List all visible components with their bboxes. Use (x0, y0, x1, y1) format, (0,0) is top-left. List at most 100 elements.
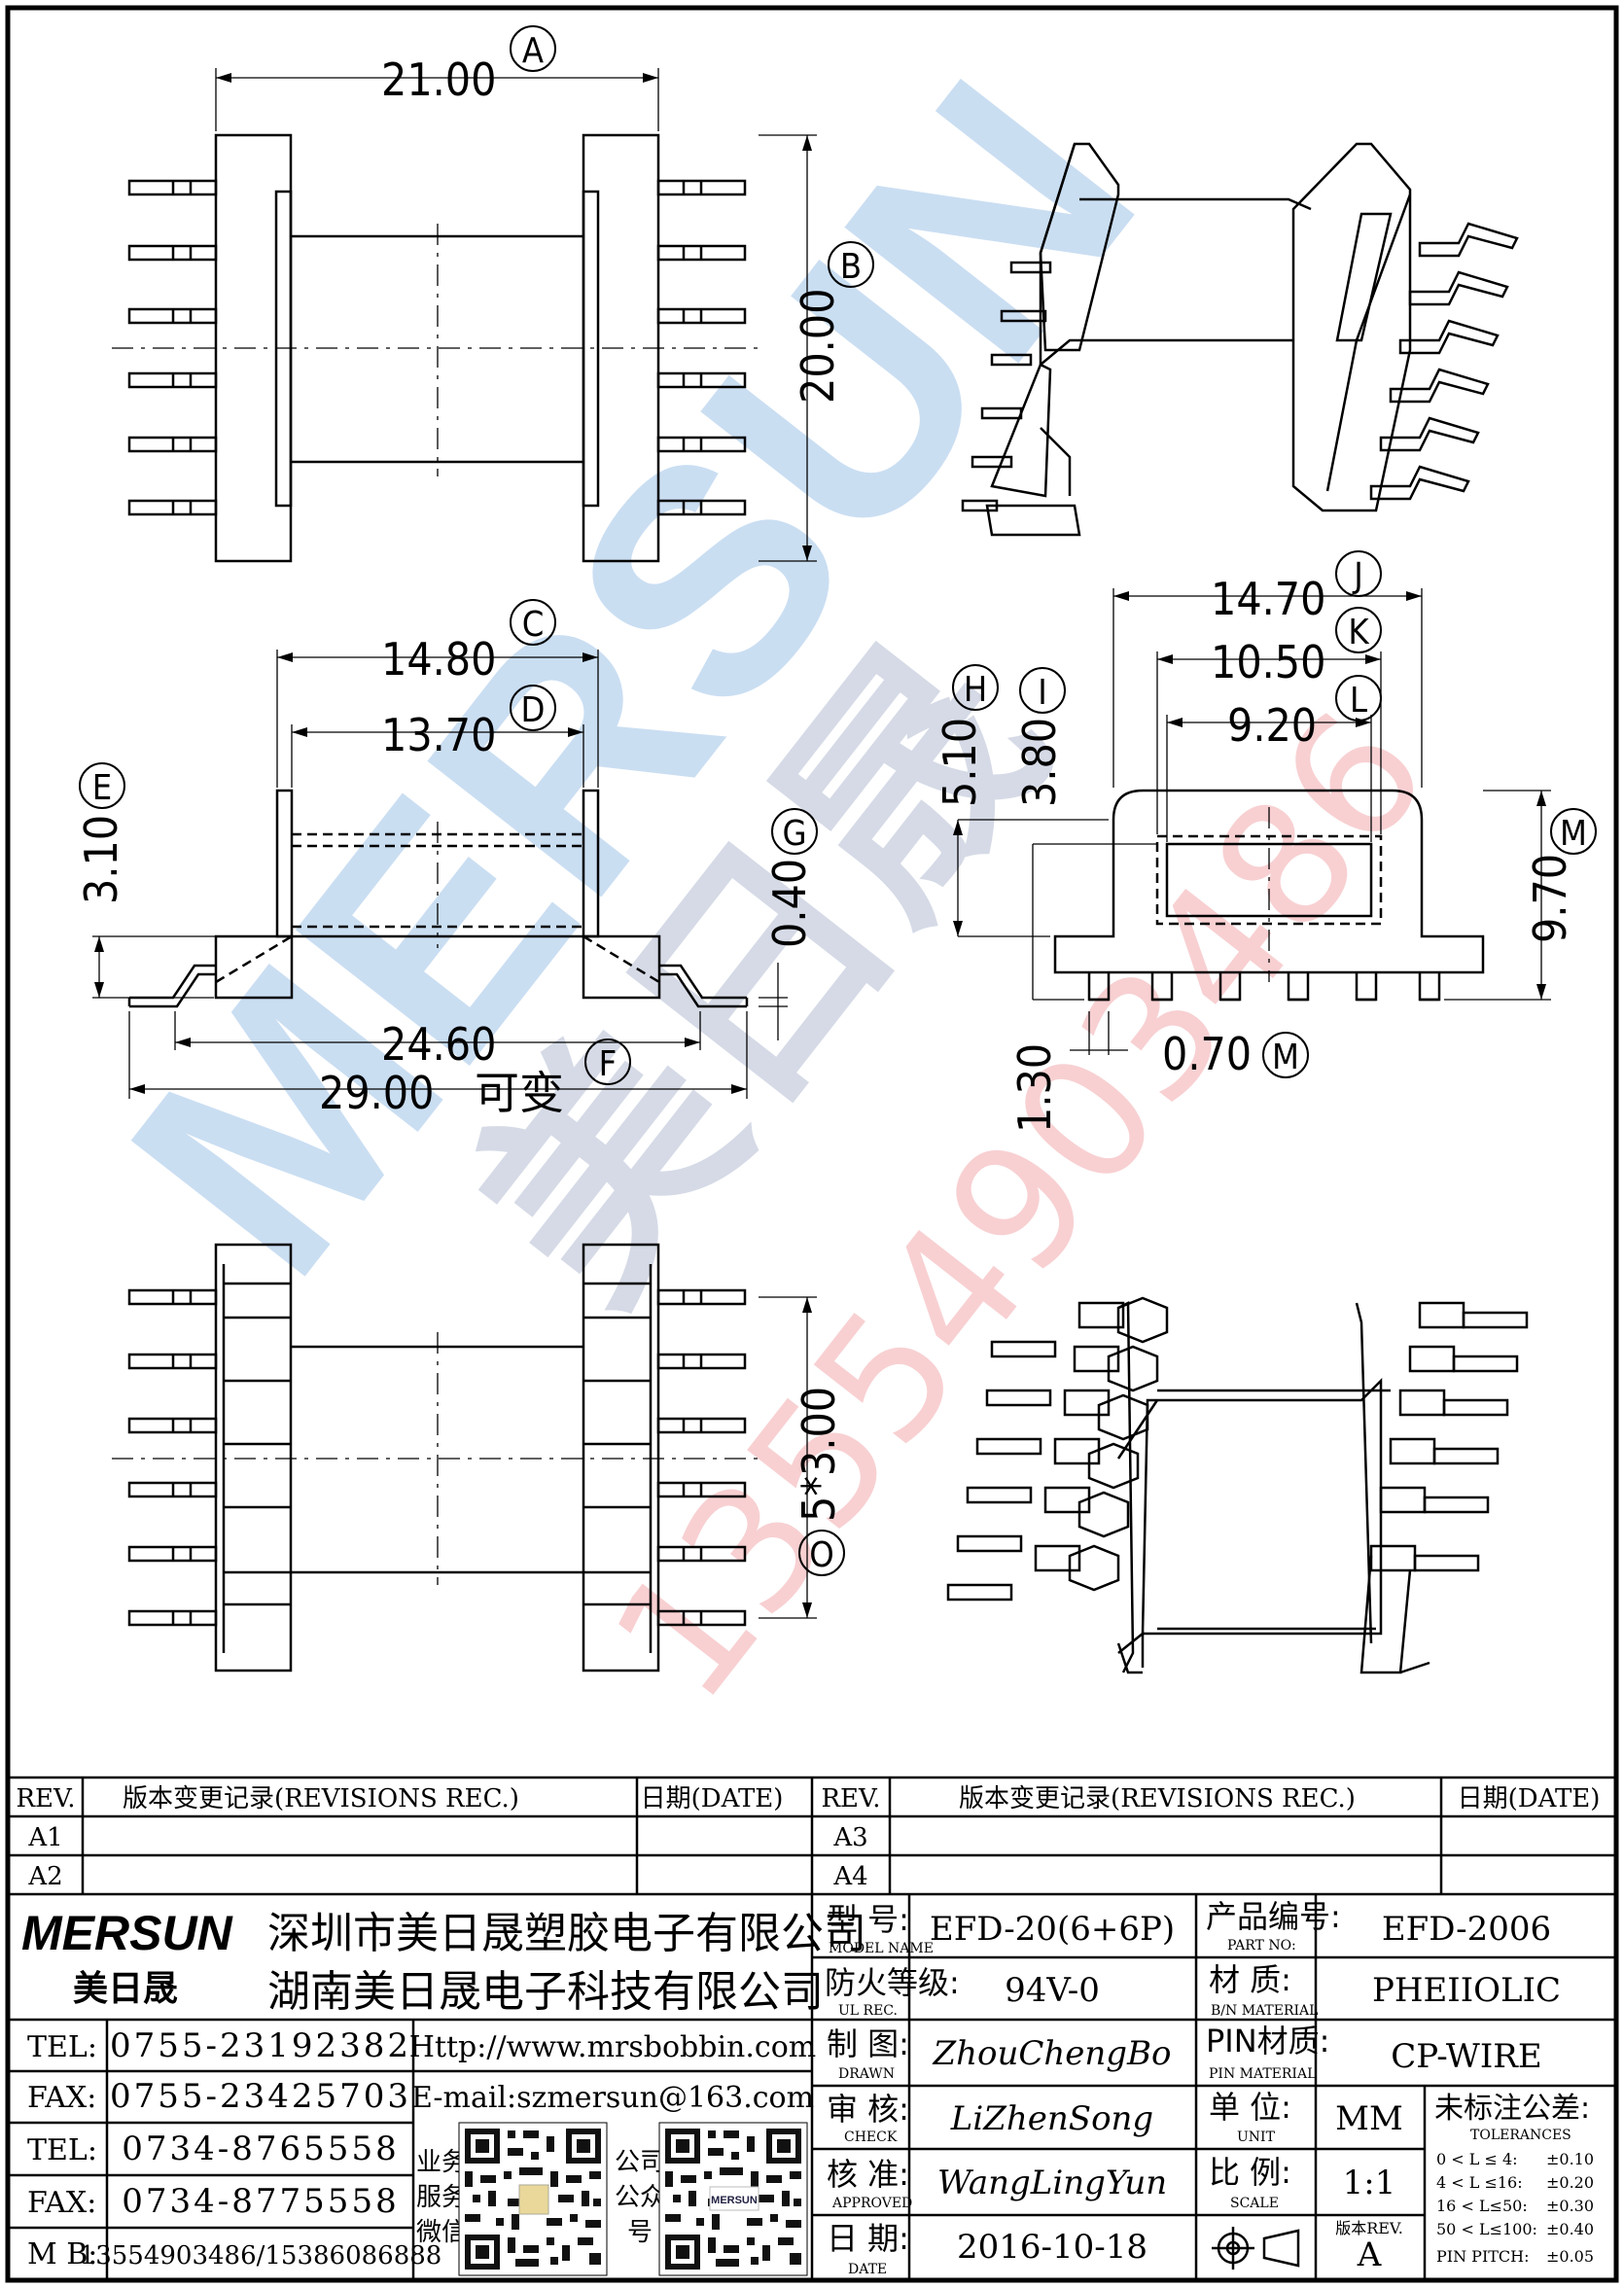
spec-date: 2016-10-18 (957, 2228, 1147, 2267)
top-view-pins-right (656, 179, 747, 516)
qr1-l1: 业务 (416, 2148, 467, 2177)
tol-range-2: 16 < L≤50: (1436, 2197, 1528, 2215)
spec-pinmat-label: PIN材质: (1206, 2023, 1329, 2059)
qr2-l3: 号 (627, 2218, 653, 2247)
spec-mat-label: 材 质: (1209, 1961, 1291, 1998)
contact-label-0: TEL: (27, 2030, 97, 2064)
spec-check-en: CHECK (844, 2130, 898, 2145)
rev-right-r1: A4 (832, 1862, 867, 1891)
spec-drawn: ZhouChengBo (932, 2034, 1171, 2073)
dim-e: 3.10 (75, 815, 127, 904)
balloon-d: D (521, 690, 546, 730)
balloon-m: M (1560, 814, 1587, 854)
contact-value-1: 0755-23425703 (110, 2077, 411, 2116)
company-website: Http://www.mrsbobbin.com (409, 2030, 816, 2064)
contact-value-4: 13554903486/15386086888 (80, 2241, 442, 2270)
balloon-j: J (1352, 556, 1363, 596)
dimension-arrows (94, 73, 1546, 1618)
company-email: E-mail:szmersun@163.com (411, 2081, 814, 2115)
balloon-l: L (1350, 681, 1367, 721)
front-view (92, 650, 788, 1099)
contact-value-3: 0734-8775558 (122, 2182, 399, 2221)
qr-code-2: MERSUN (658, 2122, 808, 2276)
tol-value-4: ±0.05 (1546, 2247, 1594, 2266)
balloon-b: B (840, 247, 862, 287)
spec-part: EFD-2006 (1382, 1910, 1551, 1949)
iso-view-top (961, 142, 1519, 537)
spec-pinmat: CP-WIRE (1391, 2037, 1541, 2076)
dim-f-outer: 29.00 (319, 1067, 434, 1119)
tol-range-0: 0 < L ≤ 4: (1436, 2150, 1518, 2168)
dim-b: 20.00 (792, 289, 844, 404)
qr-code-1 (458, 2122, 608, 2276)
spec-drawn-en: DRAWN (838, 2066, 895, 2082)
spec-ul: 94V-0 (1005, 1971, 1100, 2010)
dim-pin-width: 0.70 (1162, 1028, 1252, 1080)
dim-c: 14.80 (381, 633, 496, 686)
tol-value-1: ±0.20 (1546, 2173, 1594, 2192)
contacts: TEL: 0755-23192382 FAX: 0755-23425703 TE… (27, 2026, 816, 2271)
tolerance-table: 0 < L ≤ 4: ±0.10 4 < L ≤16: ±0.20 16 < L… (1436, 2150, 1594, 2266)
balloon-c: C (522, 605, 545, 645)
balloon-g: G (782, 814, 806, 854)
rev-left-r0: A1 (27, 1823, 62, 1852)
company-name-2: 湖南美日晟电子科技有限公司 (267, 1967, 824, 2017)
projection-symbol-icon (1212, 2227, 1300, 2270)
spec-approved: WangLingYun (937, 2164, 1167, 2202)
rev-left-h1: 版本变更记录(REVISIONS REC.) (123, 1784, 519, 1813)
balloon-a: A (522, 31, 544, 71)
dim-f-note: 可变 (475, 1067, 564, 1119)
company-block: MERSUN 美日晟 深圳市美日晟塑胶电子有限公司 湖南美日晟电子科技有限公司 (21, 1906, 866, 2017)
spec-date-en: DATE (848, 2262, 887, 2277)
dim-k: 10.50 (1211, 636, 1325, 688)
iso-view-bottom (946, 1296, 1529, 1674)
spec-mat: PHEIIOLIC (1372, 1971, 1561, 2010)
tol-value-3: ±0.40 (1546, 2220, 1594, 2238)
company-logo: MERSUN (21, 1906, 233, 1960)
dim-i: 3.80 (1013, 718, 1066, 807)
revision-right: REV. 版本变更记录(REVISIONS REC.) 日期(DATE) A3 … (821, 1784, 1600, 1891)
qr2-l2: 公众 (615, 2183, 665, 2212)
rev-right-h0: REV. (821, 1784, 880, 1813)
qr2-l1: 公司 (615, 2148, 665, 2177)
rev-right-r0: A3 (832, 1823, 867, 1852)
spec-drawn-label: 制 图: (827, 2025, 909, 2062)
contact-label-1: FAX: (27, 2081, 96, 2115)
spec-unit-en: UNIT (1237, 2130, 1276, 2145)
qr2-label: 公司 公众 号 (615, 2148, 673, 2247)
spec-rev-label: 版本REV. (1335, 2219, 1403, 2237)
spec-part-label: 产品编号: (1206, 1898, 1341, 1935)
views (92, 68, 1551, 1674)
balloon-k: K (1348, 613, 1369, 652)
company-name-1: 深圳市美日晟塑胶电子有限公司 (267, 1909, 866, 1958)
balloon-labels: A B C D E F G H I J K L M M O (92, 31, 1587, 1575)
dim-g: 0.40 (763, 859, 816, 948)
spec-scale-en: SCALE (1230, 2196, 1279, 2211)
spec-unit-label: 单 位: (1209, 2089, 1291, 2126)
tol-value-2: ±0.30 (1546, 2197, 1594, 2215)
dim-pin-len: 1.30 (1008, 1043, 1061, 1133)
dimension-texts: 21.00 20.00 14.80 13.70 3.10 0.40 24.60 … (75, 53, 1576, 1522)
contact-label-4: M B: (27, 2237, 97, 2271)
side-view (957, 588, 1551, 1055)
rev-left-r1: A2 (27, 1862, 62, 1891)
rev-right-h2: 日期(DATE) (1458, 1784, 1601, 1813)
spec-unit: MM (1335, 2099, 1403, 2138)
spec-scale-label: 比 例: (1209, 2154, 1291, 2191)
balloon-e: E (92, 768, 112, 808)
spec-mat-en: B/N MATERIAL (1211, 2003, 1318, 2019)
title-block (8, 1776, 1616, 2280)
spec-tol-en: TOLERANCES (1470, 2128, 1571, 2143)
spec-check: LiZhenSong (950, 2099, 1153, 2138)
balloon-h: H (964, 670, 987, 710)
dim-l: 9.20 (1227, 699, 1317, 752)
spec-ul-label: 防火等级: (825, 1964, 960, 2001)
balloon-circles (79, 25, 1597, 1576)
spec-model-label: 型 号: (827, 1901, 909, 1938)
balloon-o: O (809, 1535, 834, 1575)
qr1-l2: 服务 (416, 2183, 467, 2212)
qr-block: 业务 服务 微信 (416, 2122, 808, 2276)
spec-date-label: 日 期: (827, 2220, 909, 2257)
spec-check-label: 审 核: (827, 2091, 909, 2128)
